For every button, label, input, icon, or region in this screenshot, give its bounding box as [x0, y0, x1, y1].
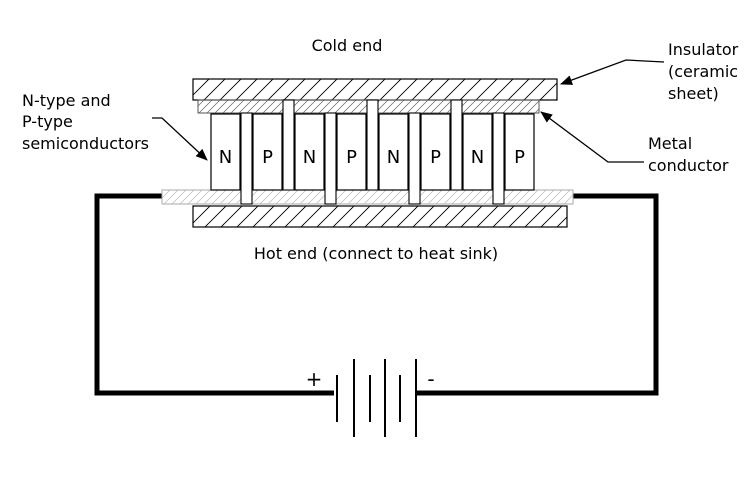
pellet-label-4: P [346, 147, 357, 168]
metal-conductor-label-line1: Metal [648, 134, 692, 153]
cold-end-label: Cold end [312, 36, 383, 55]
bottom-metal-conductor [161, 189, 574, 205]
bottom-insulator-plate [192, 205, 568, 228]
semiconductors-arrow [152, 117, 208, 161]
battery: + - [306, 359, 435, 437]
p-type-pellet-4 [336, 113, 367, 191]
pellet-label-7: N [471, 147, 484, 168]
conductor-tab-3 [324, 112, 337, 205]
pellet-label-5: N [387, 147, 400, 168]
conductor-tab-4 [366, 99, 379, 191]
battery-positive-sign: + [306, 367, 323, 391]
conductor-tab-6 [450, 99, 463, 191]
semiconductors-label-line1: N-type and [22, 91, 111, 110]
semiconductors-label-line3: semiconductors [22, 134, 149, 153]
pellet-label-8: P [514, 147, 525, 168]
metal-conductor-arrow [540, 111, 644, 163]
conductor-tab-5 [408, 112, 421, 205]
insulator-arrow [560, 59, 665, 85]
n-type-pellet-7 [462, 113, 493, 191]
semiconductors-label-line2: P-type [22, 112, 73, 131]
top-insulator-plate [192, 78, 558, 101]
battery-negative-sign: - [427, 367, 434, 391]
conductor-tab-7 [492, 112, 505, 205]
conductor-tab-2 [282, 99, 295, 191]
insulator-label-line2: (ceramic [668, 62, 738, 81]
pellet-label-1: N [219, 147, 232, 168]
circuit-wire-left [94, 193, 334, 396]
circuit-wire-right [415, 193, 659, 396]
n-type-pellet-3 [294, 113, 325, 191]
metal-conductor-label-line2: conductor [648, 156, 729, 175]
p-type-pellet-8 [504, 113, 535, 191]
pellet-label-3: N [303, 147, 316, 168]
p-type-pellet-6 [420, 113, 451, 191]
p-type-pellet-2 [252, 113, 283, 191]
insulator-label-line3: sheet) [668, 84, 719, 103]
insulator-label-line1: Insulator [668, 40, 739, 59]
n-type-pellet-1 [210, 113, 241, 191]
pellet-label-6: P [430, 147, 441, 168]
pellet-label-2: P [262, 147, 273, 168]
conductor-tab-1 [240, 112, 253, 205]
conductor-tabs [240, 99, 505, 205]
hot-end-label: Hot end (connect to heat sink) [254, 244, 498, 263]
n-type-pellet-5 [378, 113, 409, 191]
